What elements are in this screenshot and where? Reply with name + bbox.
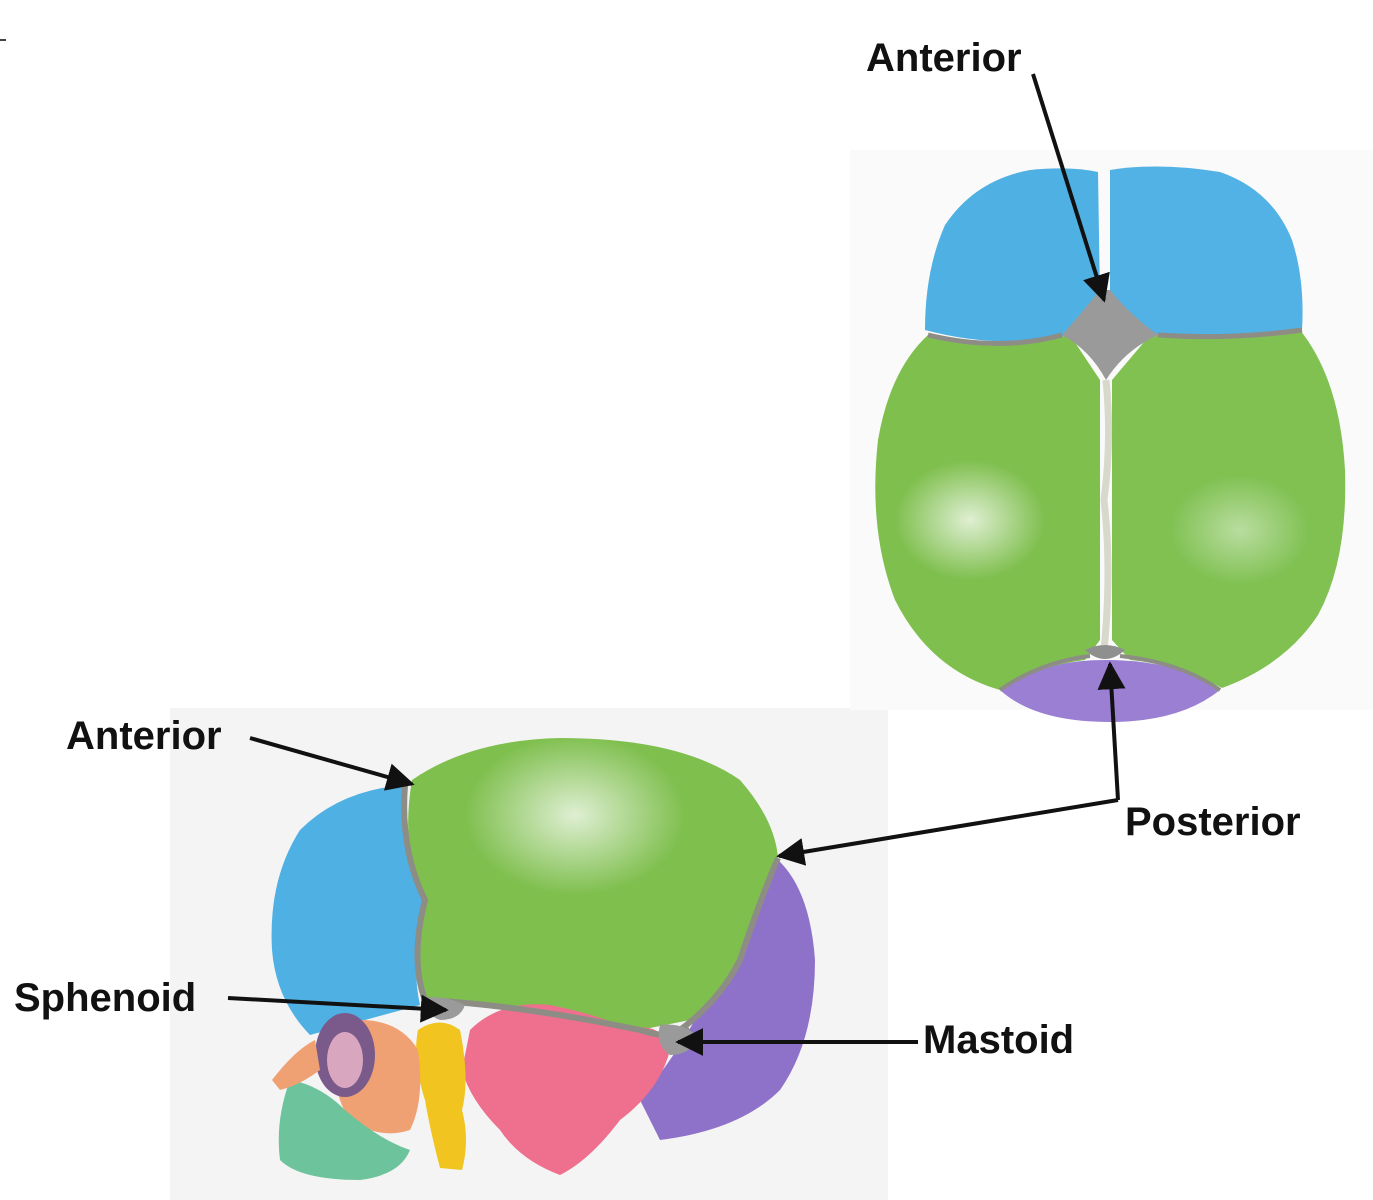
frontal-bone-left bbox=[925, 168, 1100, 342]
leader-lines bbox=[227, 73, 1126, 1056]
highlight bbox=[1170, 475, 1310, 585]
anterior-fontanelle bbox=[1062, 290, 1158, 380]
arrow-anterior-top bbox=[1031, 73, 1110, 303]
sagittal-suture bbox=[1100, 379, 1113, 651]
label-anterior-side: Anterior bbox=[66, 714, 222, 758]
label-posterior: Posterior bbox=[1125, 800, 1301, 844]
frontal-bone-side bbox=[271, 785, 425, 1035]
temporal-bone bbox=[462, 1004, 670, 1175]
maxilla bbox=[278, 1080, 410, 1180]
occipital-bone-side bbox=[640, 860, 815, 1140]
coronal-suture-side bbox=[401, 784, 429, 1002]
sphenoid-bone bbox=[416, 1022, 466, 1170]
highlight bbox=[895, 460, 1045, 580]
lambdoid-suture bbox=[998, 654, 1222, 692]
label-anterior-top: Anterior bbox=[866, 36, 1022, 80]
arrow-posterior-side bbox=[776, 798, 1119, 866]
arrow-sphenoid bbox=[227, 994, 449, 1023]
arrow-anterior-side bbox=[249, 736, 415, 791]
arrow-posterior-stem bbox=[1097, 661, 1126, 801]
top-view-skull bbox=[875, 166, 1346, 722]
coronal-suture bbox=[927, 327, 1303, 346]
orbit-inner bbox=[327, 1032, 363, 1088]
lambdoid-suture-side bbox=[678, 856, 781, 1033]
label-sphenoid: Sphenoid bbox=[14, 976, 197, 1020]
frontal-bone-right bbox=[1110, 166, 1303, 337]
highlight bbox=[465, 735, 685, 895]
posterior-fontanelle bbox=[1085, 645, 1125, 659]
nasal-bone bbox=[272, 1040, 320, 1090]
side-view-skull bbox=[271, 735, 815, 1180]
label-mastoid: Mastoid bbox=[923, 1018, 1075, 1062]
